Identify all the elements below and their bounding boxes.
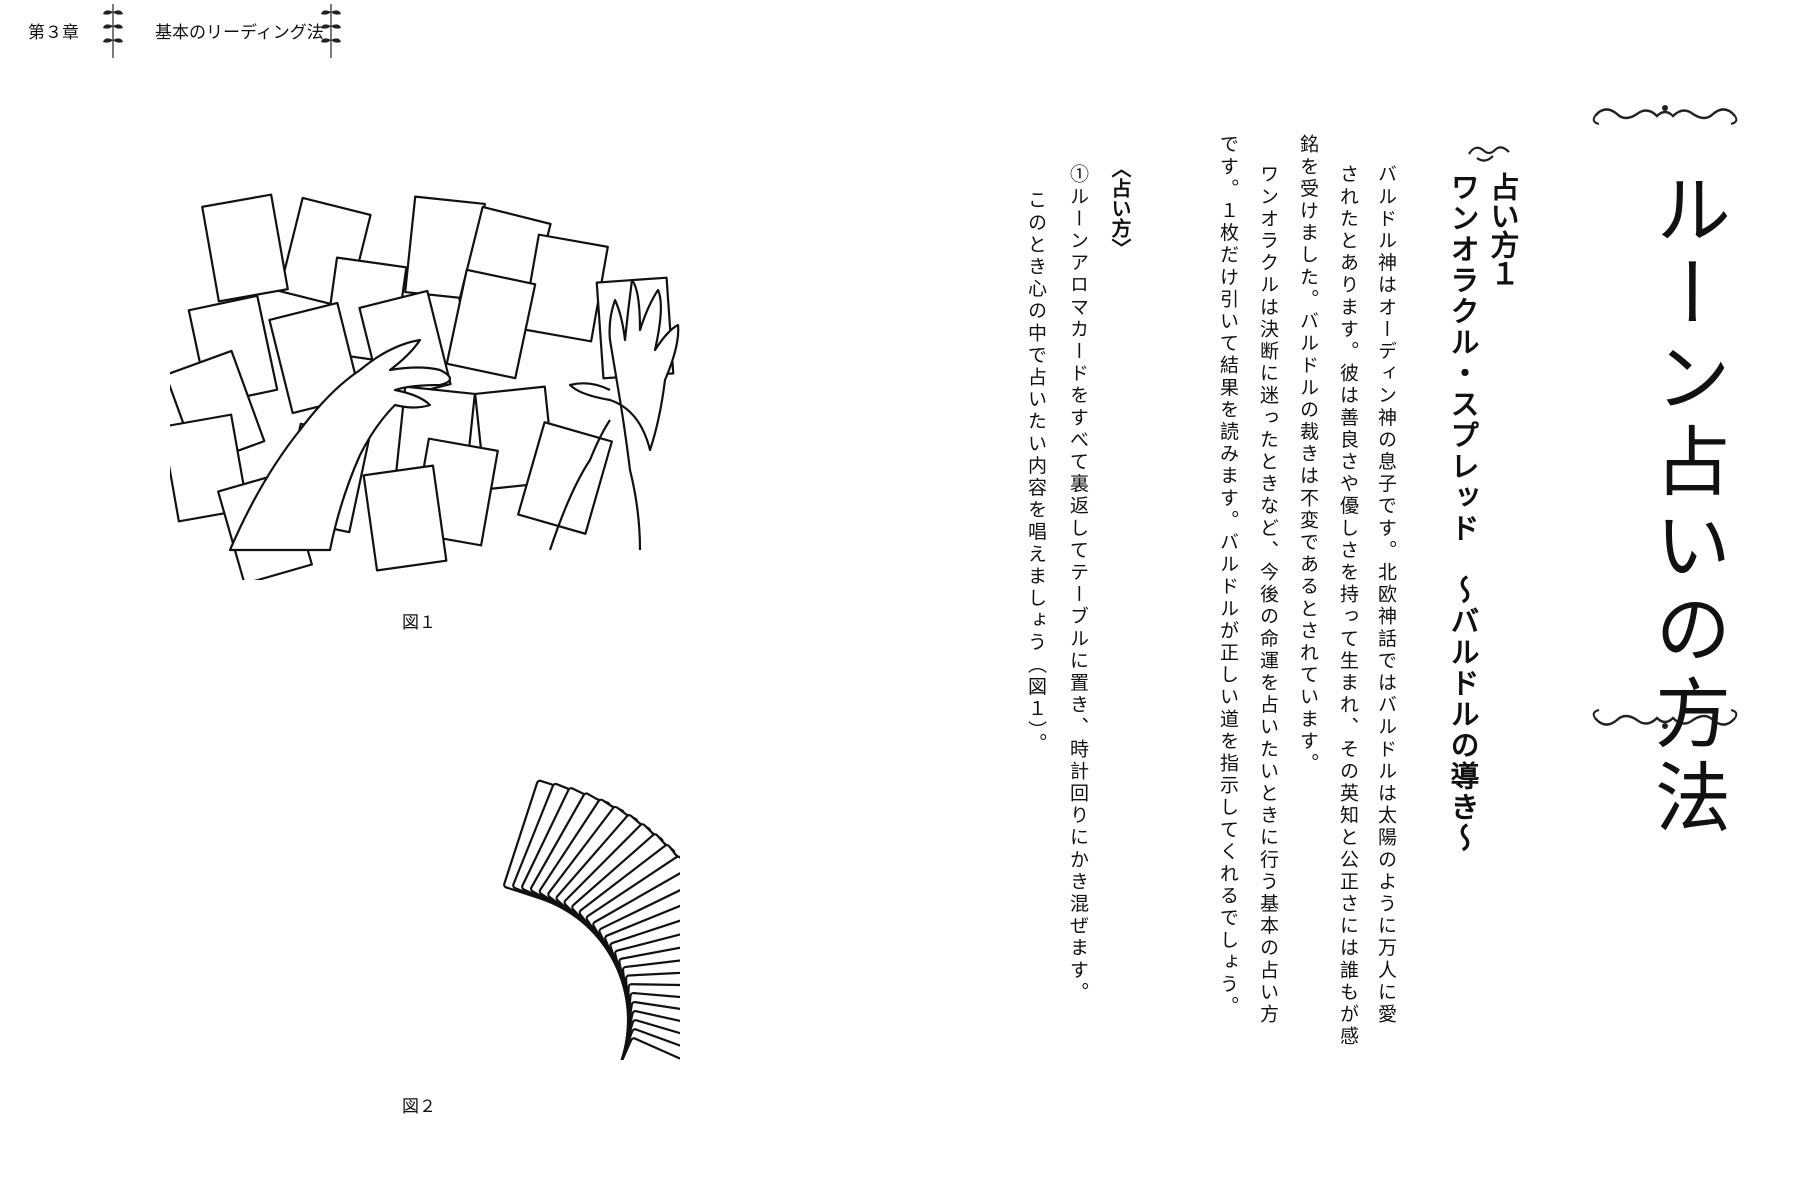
body-line: されたとあります。彼は善良さや優しさを持って生まれ、その英知と公正さには誰もが感 xyxy=(1337,164,1359,1048)
body-line: バルドル神はオーディン神の息子です。北欧神話ではバルドルは太陽のように万人に愛 xyxy=(1375,164,1397,1026)
section-title: ワンオラクル・スプレッド ～バルドルの導き～ xyxy=(1446,172,1480,854)
figure-1-caption: 図１ xyxy=(402,613,436,633)
body-line: 銘を受けました。バルドルの裁きは不変であるとされています。 xyxy=(1297,134,1319,775)
chapter-title: 基本のリーディング法 xyxy=(155,23,324,43)
leaf-ornament-icon xyxy=(103,4,123,58)
leaf-ornament-icon xyxy=(321,4,341,58)
figure-2-caption: 図２ xyxy=(402,1097,436,1117)
chapter-label: 第３章 xyxy=(28,23,79,43)
section-number: 占い方１ xyxy=(1486,172,1520,288)
page-title: ルーン占いの方法 xyxy=(1642,170,1731,842)
figure-1-shuffling-illustration xyxy=(170,193,680,580)
howto-heading: 〈占い方〉 xyxy=(1108,158,1132,258)
body-line: ワンオラクルは決断に迷ったときなど、今後の命運を占いたいときに行う基本の占い方 xyxy=(1257,164,1279,1026)
howto-line: このとき心の中で占いたい内容を唱えましょう（図１）。 xyxy=(1025,190,1047,756)
section-ornament-icon xyxy=(1468,146,1510,162)
howto-line: ①ルーンアロマカードをすべて裏返してテーブルに置き、時計回りにかき混ぜます。 xyxy=(1067,164,1089,1004)
body-line: です。１枚だけ引いて結果を読みます。バルドルが正しい道を指示してくれるでしょう。 xyxy=(1217,134,1239,1018)
flourish-ornament-icon xyxy=(1592,709,1738,729)
flourish-ornament-icon xyxy=(1592,105,1738,125)
figure-2-card-fan-illustration xyxy=(503,779,680,1060)
